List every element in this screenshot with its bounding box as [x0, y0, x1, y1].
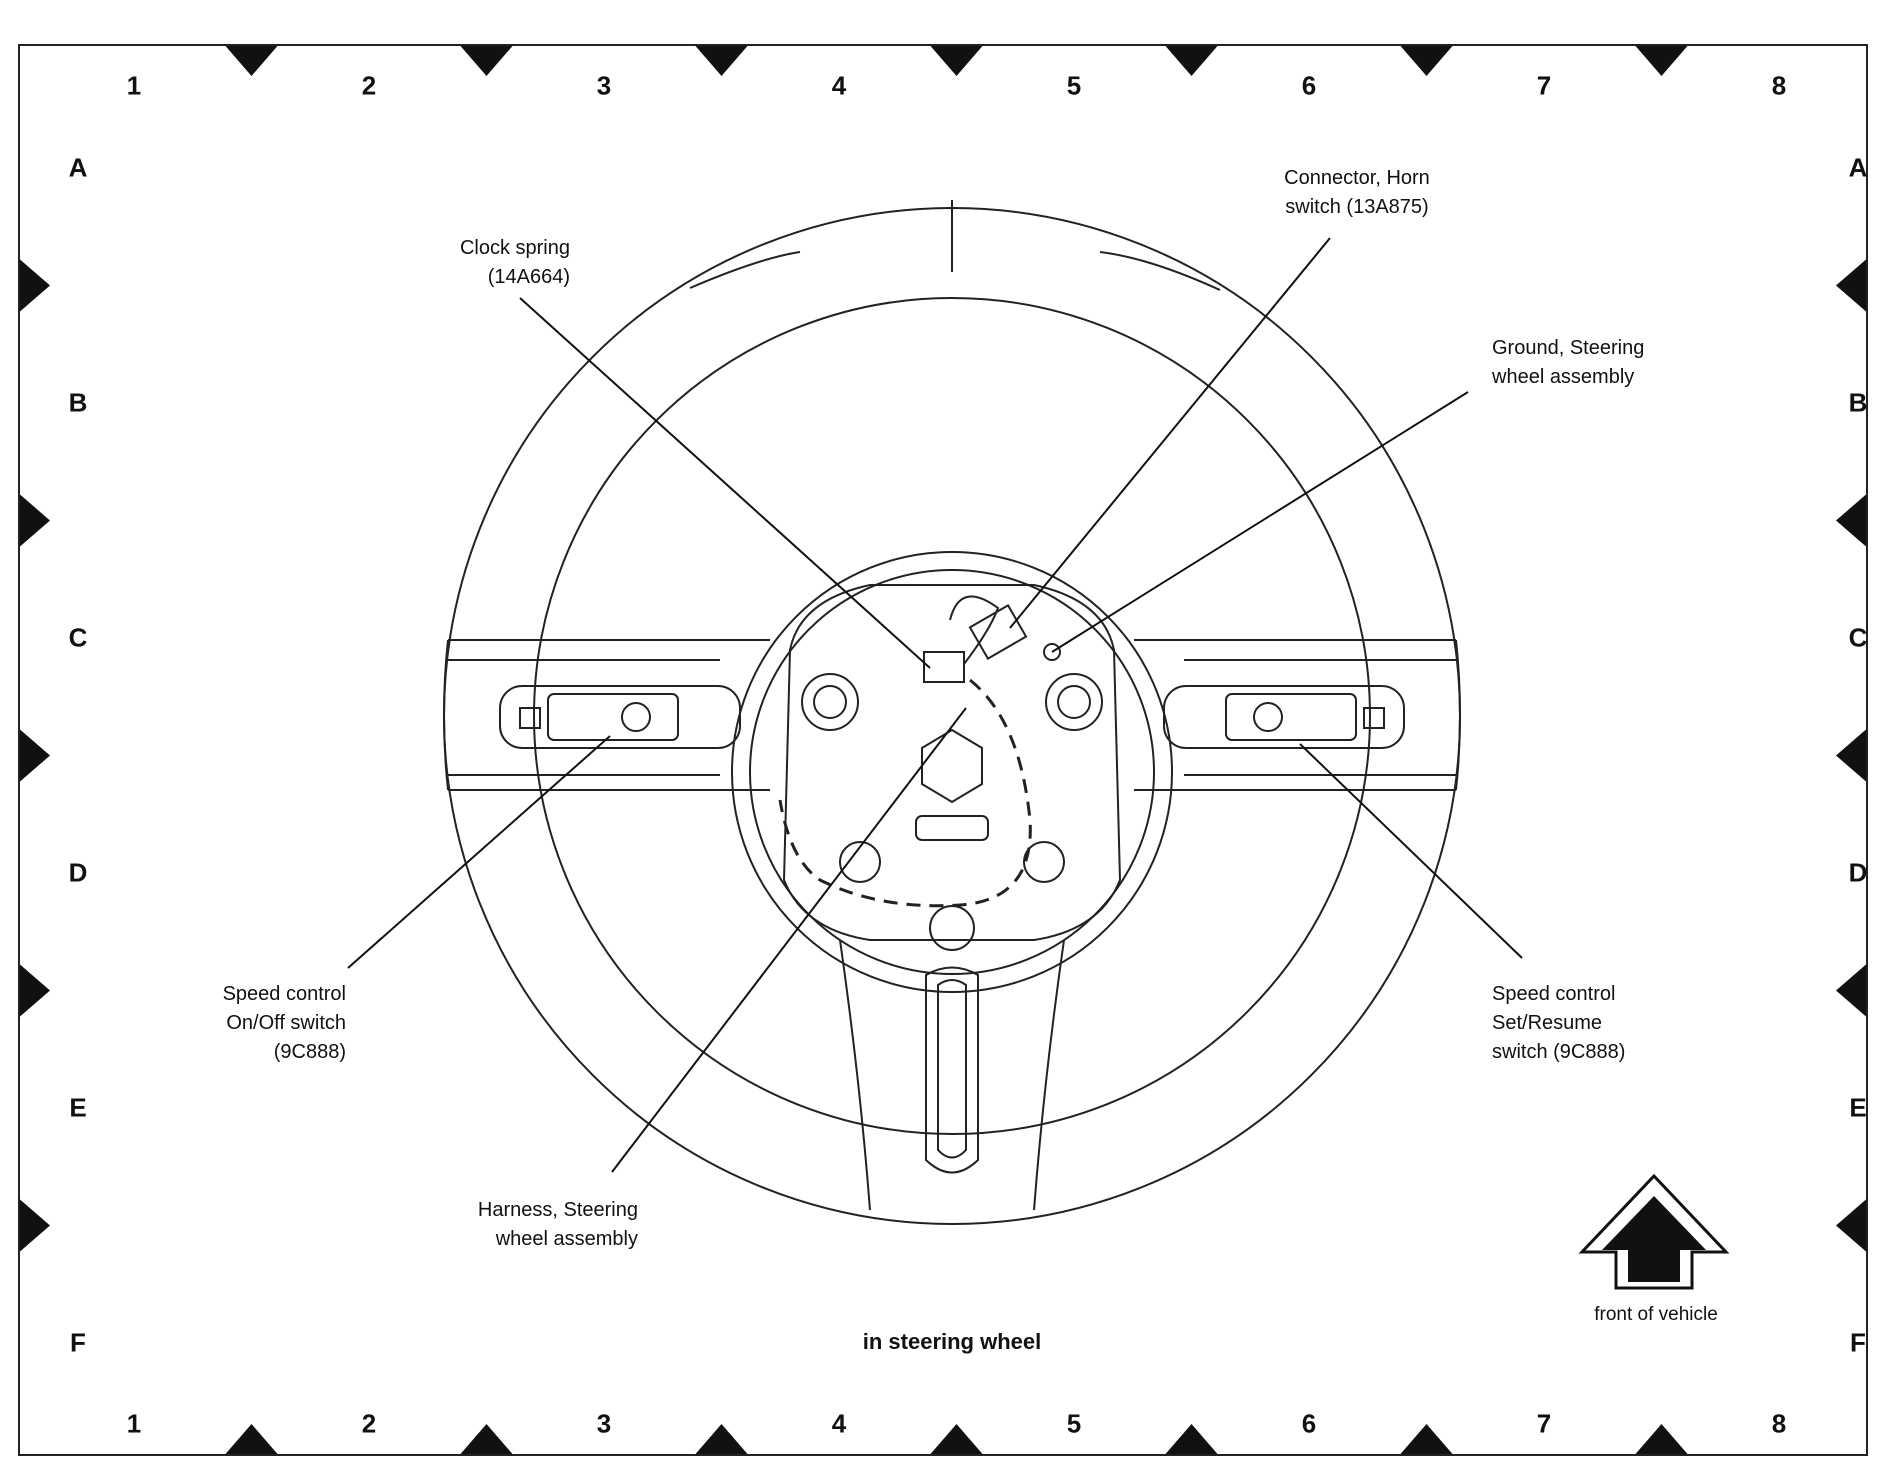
- callout-connector-horn: Connector, Horn switch (13A875): [1284, 167, 1430, 218]
- triangle-marker-icon: [460, 46, 513, 76]
- setresume-switch-pad: [1163, 685, 1405, 749]
- hub-inner: [749, 569, 1155, 975]
- spoke-lower: [839, 939, 1065, 1211]
- bottom-column-label: 6: [1301, 1408, 1317, 1439]
- left-row-label: C: [68, 622, 88, 653]
- triangle-marker-icon: [20, 729, 50, 782]
- ground-screw: [1043, 643, 1061, 661]
- left-row-label: E: [69, 1092, 87, 1123]
- steering-wheel: [443, 200, 1461, 1225]
- left-row-label: B: [68, 387, 88, 418]
- triangle-marker-icon: [460, 1424, 513, 1454]
- callout-harness-steering: Harness, Steering wheel assembly: [477, 1199, 638, 1250]
- triangle-marker-icon: [20, 259, 50, 312]
- triangle-marker-icon: [20, 494, 50, 547]
- callout-speed-onoff: Speed control On/Off switch (9C888): [222, 983, 346, 1063]
- top-column-label: 1: [126, 70, 142, 101]
- wheel-rim-inner: [533, 297, 1371, 1135]
- top-column-label: 2: [361, 70, 377, 101]
- triangle-marker-icon: [1165, 1424, 1218, 1454]
- triangle-marker-icon: [1400, 46, 1453, 76]
- hub-outer: [731, 551, 1173, 993]
- leader-speed-setresume: [1299, 743, 1523, 959]
- leader-speed-onoff: [347, 735, 611, 969]
- right-row-label: C: [1848, 622, 1868, 653]
- spoke-left: [443, 639, 770, 791]
- triangle-marker-icon: [225, 46, 278, 76]
- leader-clock-spring: [519, 297, 931, 669]
- leader-connector-horn: [1009, 237, 1331, 629]
- diagram-frame: [18, 44, 1868, 1456]
- left-row-label: F: [70, 1327, 86, 1358]
- triangle-marker-icon: [695, 1424, 748, 1454]
- triangle-marker-icon: [20, 964, 50, 1017]
- bottom-column-label: 7: [1536, 1408, 1552, 1439]
- triangle-marker-icon: [1635, 46, 1688, 76]
- left-row-label: A: [68, 152, 88, 183]
- bottom-column-label: 3: [596, 1408, 612, 1439]
- right-row-label: E: [1849, 1092, 1867, 1123]
- wheel-rim-outer: [443, 207, 1461, 1225]
- diagram-caption: in steering wheel: [862, 1329, 1042, 1354]
- horn-connector: [968, 604, 1028, 660]
- top-column-label: 4: [831, 70, 847, 101]
- bottom-column-label: 1: [126, 1408, 142, 1439]
- onoff-switch-pad: [499, 685, 741, 749]
- bottom-column-label: 2: [361, 1408, 377, 1439]
- top-column-label: 5: [1066, 70, 1082, 101]
- triangle-marker-icon: [695, 46, 748, 76]
- bottom-column-label: 4: [831, 1408, 847, 1439]
- top-column-label: 6: [1301, 70, 1317, 101]
- spoke-right: [1134, 639, 1461, 791]
- callout-ground-steering: Ground, Steering wheel assembly: [1492, 337, 1645, 388]
- triangle-marker-icon: [930, 46, 983, 76]
- triangle-marker-icon: [1836, 1199, 1866, 1252]
- right-row-label: B: [1848, 387, 1868, 418]
- triangle-marker-icon: [225, 1424, 278, 1454]
- bottom-column-label: 8: [1771, 1408, 1787, 1439]
- triangle-marker-icon: [1400, 1424, 1453, 1454]
- triangle-marker-icon: [1165, 46, 1218, 76]
- right-row-label: A: [1848, 152, 1868, 183]
- triangle-marker-icon: [930, 1424, 983, 1454]
- steering-harness: [778, 678, 1032, 908]
- top-column-label: 3: [596, 70, 612, 101]
- leader-lines: [347, 237, 1523, 1173]
- triangle-marker-icon: [1836, 494, 1866, 547]
- callout-clock-spring: Clock spring (14A664): [459, 237, 570, 288]
- triangle-marker-icon: [20, 1199, 50, 1252]
- top-column-label: 8: [1771, 70, 1787, 101]
- right-row-label: F: [1850, 1327, 1866, 1358]
- left-row-label: D: [68, 857, 88, 888]
- center-nut: [921, 728, 983, 804]
- right-row-label: D: [1848, 857, 1868, 888]
- triangle-marker-icon: [1836, 964, 1866, 1017]
- top-column-label: 7: [1536, 70, 1552, 101]
- grid-markers: [20, 46, 1866, 1454]
- clock-spring-connector: [923, 651, 965, 683]
- leader-harness: [611, 707, 967, 1173]
- leader-ground: [1051, 391, 1469, 653]
- triangle-marker-icon: [1635, 1424, 1688, 1454]
- triangle-marker-icon: [1836, 729, 1866, 782]
- front-of-vehicle-label: front of vehicle: [1594, 1304, 1718, 1325]
- bottom-column-label: 5: [1066, 1408, 1082, 1439]
- triangle-marker-icon: [1836, 259, 1866, 312]
- callout-speed-setresume: Speed control Set/Resume switch (9C888): [1492, 983, 1626, 1063]
